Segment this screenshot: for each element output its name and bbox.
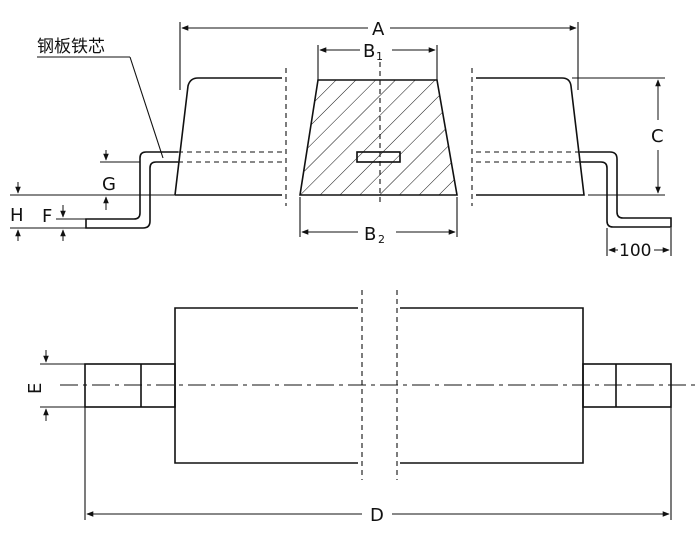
dimension-b2: B 2 bbox=[299, 197, 458, 246]
dimension-b1: B 1 bbox=[317, 41, 438, 80]
label-d: D bbox=[370, 505, 384, 526]
label-f: F bbox=[42, 206, 52, 227]
label-e: E bbox=[25, 383, 46, 394]
dimension-h: H bbox=[10, 182, 100, 241]
dimension-100: 100 bbox=[606, 228, 672, 261]
left-rubber-block bbox=[174, 77, 282, 196]
right-rubber-block bbox=[476, 77, 585, 196]
right-steel-plate bbox=[580, 151, 672, 228]
label-g: G bbox=[102, 174, 116, 195]
core-label: 钢板铁芯 bbox=[37, 37, 105, 57]
top-view: A B 1 钢板铁芯 bbox=[10, 19, 672, 261]
dimension-f: F bbox=[42, 205, 86, 241]
label-b1: B bbox=[363, 41, 375, 62]
left-steel-plate bbox=[85, 151, 178, 229]
label-b2: B bbox=[364, 224, 376, 245]
dimension-d: D bbox=[84, 407, 672, 526]
label-100: 100 bbox=[619, 241, 651, 261]
dimension-g: G bbox=[100, 150, 175, 210]
label-b2-sub: 2 bbox=[378, 233, 385, 246]
label-b1-sub: 1 bbox=[376, 50, 383, 63]
bottom-view: E D bbox=[25, 290, 697, 526]
dimension-a: A bbox=[179, 19, 579, 90]
dimension-e: E bbox=[25, 350, 85, 421]
label-a: A bbox=[372, 19, 385, 40]
dimension-c: C bbox=[572, 77, 665, 196]
label-h: H bbox=[10, 205, 24, 226]
center-section-hatched bbox=[299, 79, 458, 196]
label-c: C bbox=[651, 126, 664, 147]
